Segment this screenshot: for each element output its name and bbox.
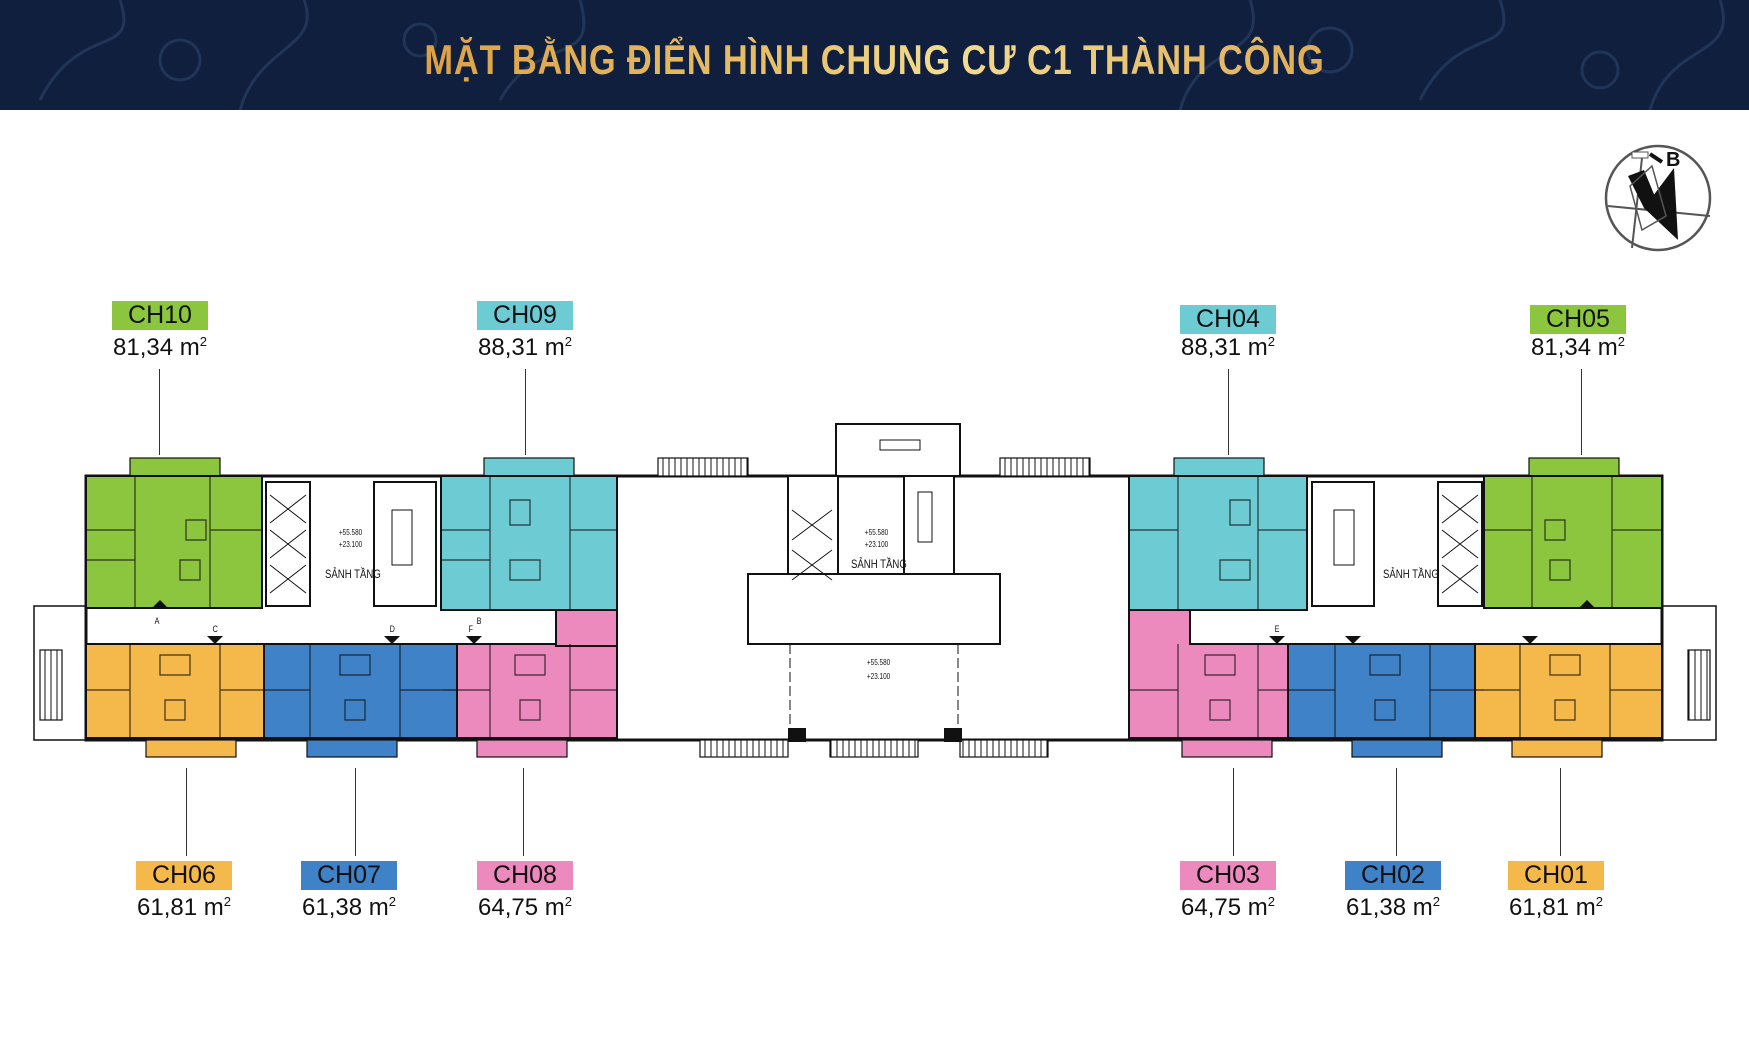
unit-id: CH08 bbox=[477, 861, 573, 890]
unit-area: 64,75 m2 bbox=[478, 894, 572, 921]
leader-line bbox=[186, 768, 187, 856]
unit-id: CH10 bbox=[112, 301, 208, 330]
unit-area: 61,81 m2 bbox=[137, 894, 231, 921]
door-marker: C bbox=[212, 624, 218, 634]
elevation-top: +55.580 bbox=[338, 528, 363, 537]
unit-area: 61,81 m2 bbox=[1509, 894, 1603, 921]
elevation-bottom: +23.100 bbox=[866, 672, 891, 681]
door-marker: D bbox=[389, 624, 395, 634]
door-marker: E bbox=[1274, 624, 1280, 634]
floral-pattern bbox=[38, 0, 1726, 110]
leader-line bbox=[355, 768, 356, 856]
elevation-bottom: +23.100 bbox=[864, 540, 889, 549]
lobby-label-left: SẢNH TẦNG bbox=[324, 567, 381, 581]
leader-line bbox=[1233, 768, 1234, 856]
leader-line bbox=[1581, 369, 1582, 455]
unit-id: CH06 bbox=[136, 861, 232, 890]
page-title: MẶT BẰNG ĐIỂN HÌNH CHUNG CƯ C1 THÀNH CÔN… bbox=[157, 36, 1591, 84]
leader-line bbox=[523, 768, 524, 856]
unit-label-ch09[interactable]: CH09 88,31 m2 bbox=[457, 301, 593, 362]
door-marker: F bbox=[468, 624, 473, 634]
unit-area: 88,31 m2 bbox=[1181, 334, 1275, 361]
unit-id: CH03 bbox=[1180, 861, 1276, 890]
north-compass: B bbox=[1604, 144, 1714, 259]
leader-line bbox=[1228, 369, 1229, 455]
unit-id: CH01 bbox=[1508, 861, 1604, 890]
unit-label-ch03[interactable]: CH03 64,75 m2 bbox=[1160, 861, 1296, 922]
unit-label-ch02[interactable]: CH02 61,38 m2 bbox=[1325, 861, 1461, 922]
header-banner: MẶT BẰNG ĐIỂN HÌNH CHUNG CƯ C1 THÀNH CÔN… bbox=[0, 0, 1749, 110]
leader-line bbox=[525, 369, 526, 455]
lobby-label-center: SẢNH TẦNG bbox=[850, 557, 907, 571]
unit-area: 64,75 m2 bbox=[1181, 894, 1275, 921]
leader-line bbox=[159, 369, 160, 455]
elevation-bottom: +23.100 bbox=[338, 540, 363, 549]
unit-label-ch08[interactable]: CH08 64,75 m2 bbox=[457, 861, 593, 922]
unit-label-ch06[interactable]: CH06 61,81 m2 bbox=[116, 861, 252, 922]
elevation-top: +55.580 bbox=[864, 528, 889, 537]
unit-id: CH07 bbox=[301, 861, 397, 890]
unit-id: CH05 bbox=[1530, 305, 1626, 334]
unit-area: 81,34 m2 bbox=[1531, 334, 1625, 361]
compass-north-label: B bbox=[1666, 149, 1680, 171]
door-marker: A bbox=[154, 616, 160, 626]
unit-label-ch10[interactable]: CH10 81,34 m2 bbox=[92, 301, 228, 362]
unit-id: CH02 bbox=[1345, 861, 1441, 890]
unit-area: 88,31 m2 bbox=[478, 334, 572, 361]
unit-label-ch07[interactable]: CH07 61,38 m2 bbox=[281, 861, 417, 922]
unit-id: CH09 bbox=[477, 301, 573, 330]
unit-id: CH04 bbox=[1180, 305, 1276, 334]
leader-line bbox=[1560, 768, 1561, 856]
lobby-label-right: SẢNH TẦNG bbox=[1382, 567, 1439, 581]
unit-area: 61,38 m2 bbox=[302, 894, 396, 921]
door-marker: B bbox=[476, 616, 482, 626]
elevation-top: +55.580 bbox=[866, 658, 891, 667]
unit-area: 61,38 m2 bbox=[1346, 894, 1440, 921]
unit-label-ch01[interactable]: CH01 61,81 m2 bbox=[1488, 861, 1624, 922]
leader-line bbox=[1396, 768, 1397, 856]
unit-area: 81,34 m2 bbox=[113, 334, 207, 361]
